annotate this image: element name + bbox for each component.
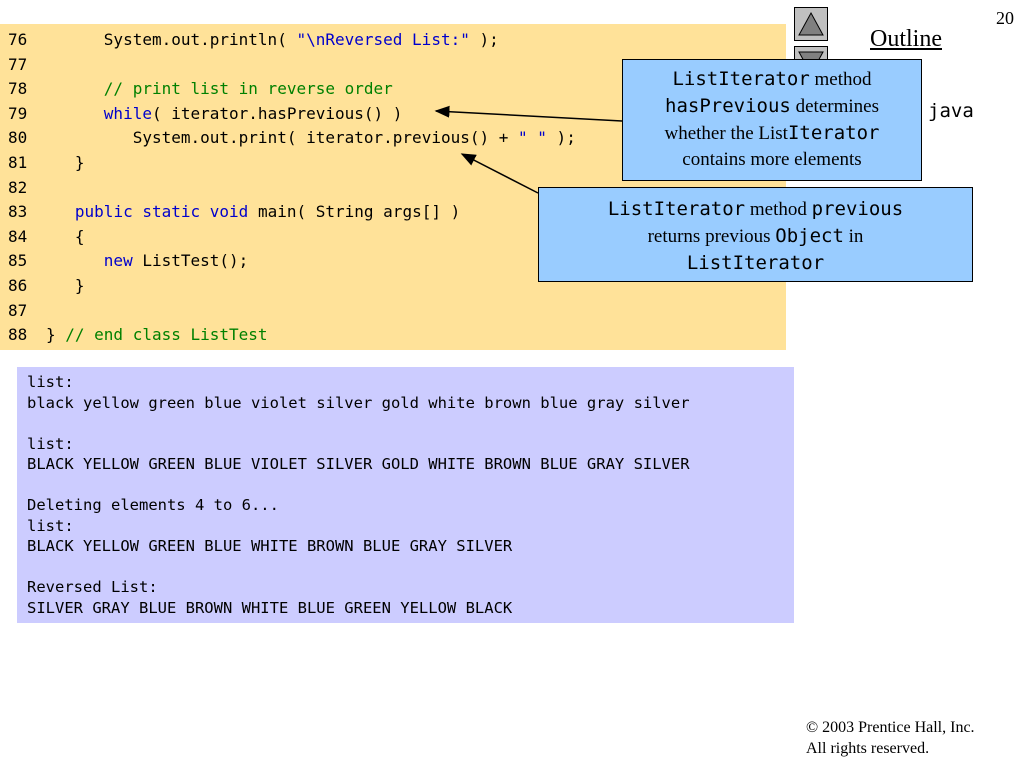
code-token: main( String args[] ) bbox=[248, 202, 461, 222]
code-token: System.out.print( iterator.previous() + bbox=[132, 128, 519, 148]
code-token: ( iterator.hasPrevious() ) bbox=[151, 103, 403, 123]
line-number: 88 bbox=[8, 325, 28, 345]
line-number: 85 bbox=[8, 251, 28, 271]
code-indent bbox=[46, 276, 75, 295]
code-token: System.out.println( bbox=[103, 30, 297, 49]
code-indent bbox=[46, 227, 75, 246]
line-number: 87 bbox=[8, 300, 28, 320]
code-token: ); bbox=[546, 128, 576, 148]
code-token: { bbox=[74, 226, 85, 246]
output-line: black yellow green blue violet silver go… bbox=[27, 393, 690, 412]
code-line: 81 } bbox=[8, 151, 85, 175]
code-token: } bbox=[46, 325, 66, 345]
code-indent bbox=[46, 30, 104, 49]
callout-previous: ListIterator method previous returns pre… bbox=[538, 187, 973, 282]
code-string: " " bbox=[518, 128, 547, 148]
code-indent bbox=[46, 202, 75, 221]
code-indent bbox=[46, 251, 104, 270]
copyright-notice: © 2003 Prentice Hall, Inc. All rights re… bbox=[806, 717, 975, 759]
output-line: Reversed List: bbox=[27, 578, 158, 596]
rights-line: All rights reserved. bbox=[806, 740, 930, 757]
callout-code-term: hasPrevious bbox=[665, 95, 791, 117]
line-number: 82 bbox=[8, 177, 28, 197]
output-line: SILVER GRAY BLUE BROWN WHITE BLUE GREEN … bbox=[27, 598, 513, 617]
code-token: ListTest(); bbox=[132, 251, 249, 271]
line-number: 78 bbox=[8, 79, 28, 99]
code-line: 76 System.out.println( "\nReversed List:… bbox=[8, 28, 499, 52]
code-line: 77 bbox=[8, 53, 46, 77]
code-keyword: new bbox=[103, 251, 133, 271]
line-number: 76 bbox=[8, 30, 28, 49]
code-keyword: public bbox=[74, 202, 133, 222]
callout-code-term: ListIterator bbox=[672, 68, 810, 90]
output-line: BLACK YELLOW GREEN BLUE VIOLET SILVER GO… bbox=[27, 455, 690, 473]
code-indent bbox=[46, 153, 75, 172]
code-indent bbox=[46, 128, 133, 147]
output-line: Deleting elements 4 to 6... bbox=[27, 496, 279, 514]
code-line: 84 { bbox=[8, 225, 85, 249]
callout-code-term: Object bbox=[775, 225, 844, 247]
output-line: list: bbox=[27, 373, 74, 391]
code-line: 78 // print list in reverse order bbox=[8, 77, 393, 101]
code-line: 85 new ListTest(); bbox=[8, 249, 248, 273]
triangle-up-icon bbox=[795, 8, 827, 40]
code-comment: // end class ListTest bbox=[65, 325, 268, 345]
callout-text: whether the List bbox=[664, 123, 788, 144]
code-keyword: void bbox=[209, 202, 249, 222]
code-token: ); bbox=[469, 30, 499, 49]
file-name-fragment: java bbox=[928, 100, 974, 122]
line-number: 79 bbox=[8, 103, 28, 123]
code-line: 83 public static void main( String args[… bbox=[8, 200, 460, 224]
code-line: 82 bbox=[8, 176, 46, 200]
code-indent bbox=[46, 104, 104, 123]
code-string: "\nReversed List:" bbox=[296, 30, 470, 49]
callout-code-term: ListIterator bbox=[607, 198, 746, 220]
line-number: 86 bbox=[8, 276, 28, 295]
previous-slide-button[interactable] bbox=[794, 7, 828, 41]
code-token bbox=[200, 202, 210, 221]
code-line: 86 } bbox=[8, 274, 85, 298]
line-number: 80 bbox=[8, 128, 28, 148]
code-line: 88} // end class ListTest bbox=[8, 323, 268, 347]
code-line: 79 while( iterator.hasPrevious() ) bbox=[8, 102, 402, 126]
callout-text: determines bbox=[790, 96, 879, 117]
callout-text: method bbox=[809, 69, 872, 90]
callout-code-term: previous bbox=[811, 198, 904, 220]
outline-link[interactable]: Outline bbox=[870, 26, 942, 52]
code-line: 87 bbox=[8, 299, 46, 323]
callout-text: method bbox=[745, 199, 812, 220]
code-token: } bbox=[74, 153, 85, 172]
callout-text: contains more elements bbox=[682, 149, 862, 170]
code-line: 80 System.out.print( iterator.previous()… bbox=[8, 126, 576, 150]
output-line: list: bbox=[27, 516, 74, 535]
program-output: list: black yellow green blue violet silv… bbox=[17, 367, 794, 623]
output-line: BLACK YELLOW GREEN BLUE WHITE BROWN BLUE… bbox=[27, 537, 513, 555]
code-keyword: static bbox=[142, 202, 201, 222]
code-comment: // print list in reverse order bbox=[103, 79, 393, 99]
line-number: 77 bbox=[8, 54, 28, 74]
code-token bbox=[133, 202, 143, 221]
code-token: } bbox=[74, 276, 85, 295]
code-listing: 76 System.out.println( "\nReversed List:… bbox=[0, 24, 786, 350]
line-number: 83 bbox=[8, 202, 28, 222]
callout-code-term: ListIterator bbox=[686, 252, 825, 274]
callout-hasprevious: ListIterator method hasPrevious determin… bbox=[622, 59, 922, 181]
code-indent bbox=[46, 79, 104, 98]
callout-text: in bbox=[843, 226, 864, 247]
line-number: 84 bbox=[8, 226, 28, 246]
line-number: 81 bbox=[8, 153, 28, 172]
page-number: 20 bbox=[996, 8, 1014, 28]
code-keyword: while bbox=[103, 103, 152, 123]
output-line: list: bbox=[27, 434, 74, 453]
copyright-line: © 2003 Prentice Hall, Inc. bbox=[806, 719, 975, 736]
callout-code-term: Iterator bbox=[787, 122, 880, 144]
callout-text: returns previous bbox=[647, 226, 776, 247]
